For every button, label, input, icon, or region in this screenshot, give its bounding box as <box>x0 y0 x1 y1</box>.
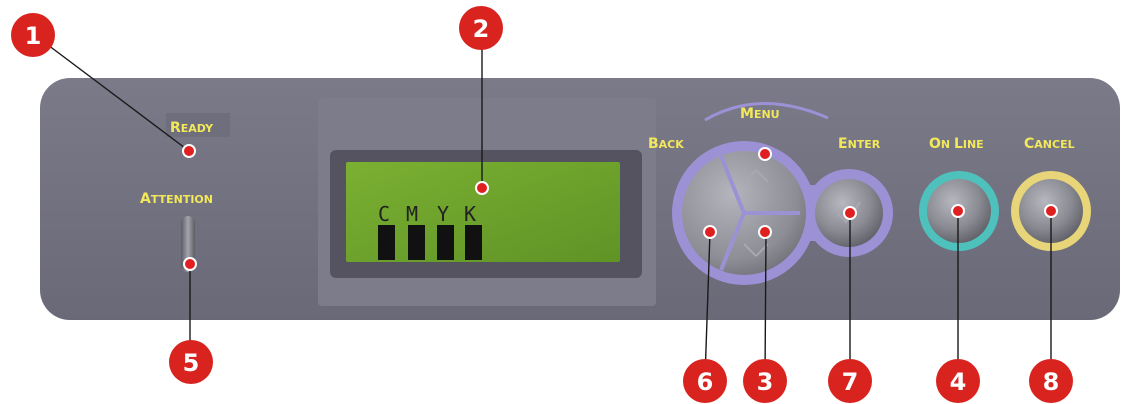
callout-7: 7 <box>828 359 872 403</box>
lcd-letter-y: Y <box>437 202 449 226</box>
cancel-label: CANCEL <box>1024 136 1075 152</box>
lcd-letter-m: M <box>406 202 418 226</box>
callout-2: 2 <box>459 6 503 50</box>
toner-bar-cyan <box>378 225 395 260</box>
enter-label: ENTER <box>838 136 881 152</box>
svg-text:8: 8 <box>1043 368 1060 396</box>
callout-8: 8 <box>1029 359 1073 403</box>
toner-bar-yellow <box>437 225 454 260</box>
lcd-letter-c: C <box>378 202 390 226</box>
callout-6: 6 <box>683 359 727 403</box>
ready-label: READY <box>170 120 214 136</box>
online-label: ON LINE <box>929 136 984 152</box>
menu-label: MENU <box>740 106 780 122</box>
lcd-letter-k: K <box>464 202 476 226</box>
svg-text:3: 3 <box>757 368 774 396</box>
toner-bar-black <box>465 225 482 260</box>
callout-4: 4 <box>936 359 980 403</box>
svg-text:2: 2 <box>473 15 490 43</box>
menu-arc <box>704 102 829 122</box>
up-arrow-icon <box>743 169 769 183</box>
toner-bar-magenta <box>408 225 425 260</box>
svg-text:4: 4 <box>950 368 967 396</box>
back-label: BACK <box>648 136 684 152</box>
callout-5: 5 <box>169 340 213 384</box>
svg-text:6: 6 <box>697 368 714 396</box>
svg-text:5: 5 <box>183 349 200 377</box>
callout-3: 3 <box>743 359 787 403</box>
svg-text:1: 1 <box>25 22 42 50</box>
attention-label: ATTENTION <box>140 191 213 207</box>
svg-text:7: 7 <box>842 368 859 396</box>
callout-1: 1 <box>11 13 55 57</box>
